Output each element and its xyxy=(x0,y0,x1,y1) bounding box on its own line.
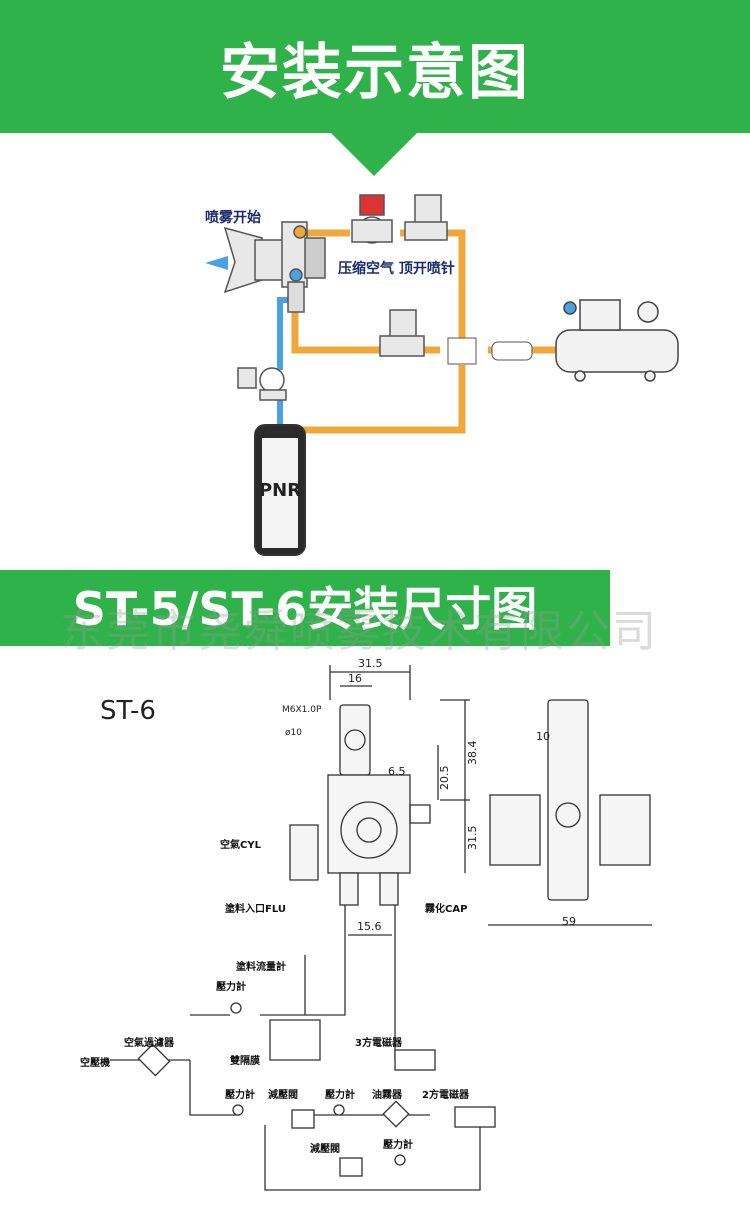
port-air-cyl: 空氣CYL xyxy=(220,838,262,851)
flow-meter-label: 塗料流量計 xyxy=(236,960,286,973)
dim-15-6: 15.6 xyxy=(357,920,382,933)
reducer-1-label: 減壓閥 xyxy=(268,1088,298,1101)
section-title: ST-5/ST-6安装尺寸图 xyxy=(72,582,538,636)
regulator-icon xyxy=(351,194,393,244)
installation-diagram: PNR 喷雾开始 压缩空气 顶开喷针 xyxy=(205,194,679,556)
dim-16: 16 xyxy=(348,672,362,685)
air-filter-label: 空氣過濾器 xyxy=(124,1036,175,1049)
spray-icon xyxy=(205,256,228,270)
compressed-air-label: 压缩空气 顶开喷针 xyxy=(338,260,455,277)
valve2-label: 2方電磁器 xyxy=(422,1088,470,1101)
cross-fitting-icon xyxy=(447,337,477,365)
port-flu: 塗料入口FLU xyxy=(225,902,286,915)
dim-thread: M6X1.0P xyxy=(282,705,322,715)
pressure-gauge-1-label: 壓力計 xyxy=(216,980,246,993)
dimension-drawing: 31.5 16 M6X1.0P ø10 6.5 20.5 38.4 31.5 1… xyxy=(80,657,652,1191)
filter-icon xyxy=(491,341,533,361)
pressure-tank-icon xyxy=(254,424,306,556)
dim-59: 59 xyxy=(562,915,576,928)
port-cap: 霧化CAP xyxy=(425,902,467,915)
pressure-gauge-2-label: 壓力計 xyxy=(225,1088,255,1101)
dim-dia10: ø10 xyxy=(285,728,302,738)
dim-10: 10 xyxy=(536,730,550,743)
dim-31-5-side: 31.5 xyxy=(466,826,479,851)
banner-arrow xyxy=(330,132,418,176)
pressure-gauge-4-label: 壓力計 xyxy=(383,1138,413,1151)
solenoid-valve-icon xyxy=(404,194,448,241)
dim-20-5: 20.5 xyxy=(438,766,451,791)
fluid-regulator-icon xyxy=(237,367,287,401)
model-label: ST-6 xyxy=(100,696,156,726)
dim-38-4: 38.4 xyxy=(466,741,479,766)
tank-label: PNR xyxy=(259,480,301,501)
compressor-icon xyxy=(555,299,679,382)
header-banner xyxy=(0,0,750,133)
page-title: 安装示意图 xyxy=(220,38,530,108)
spray-gun-icon xyxy=(223,221,326,313)
diaphragm-label: 雙隔膜 xyxy=(230,1054,260,1067)
valve3-label: 3方電磁器 xyxy=(355,1036,403,1049)
reducer-2-label: 減壓閥 xyxy=(310,1142,340,1155)
pressure-gauge-3-label: 壓力計 xyxy=(325,1088,355,1101)
dim-6-5: 6.5 xyxy=(388,765,406,778)
dim-31-5-top: 31.5 xyxy=(358,657,383,670)
oil-mist-label: 油霧器 xyxy=(372,1088,403,1101)
spray-start-label: 喷雾开始 xyxy=(205,209,261,226)
section-banner xyxy=(0,570,610,646)
watermark: 东莞市尧舜喷雾技术有限公司 xyxy=(60,606,658,657)
solenoid-valve-2-icon xyxy=(379,309,425,357)
compressor-label: 空壓機 xyxy=(80,1056,110,1069)
